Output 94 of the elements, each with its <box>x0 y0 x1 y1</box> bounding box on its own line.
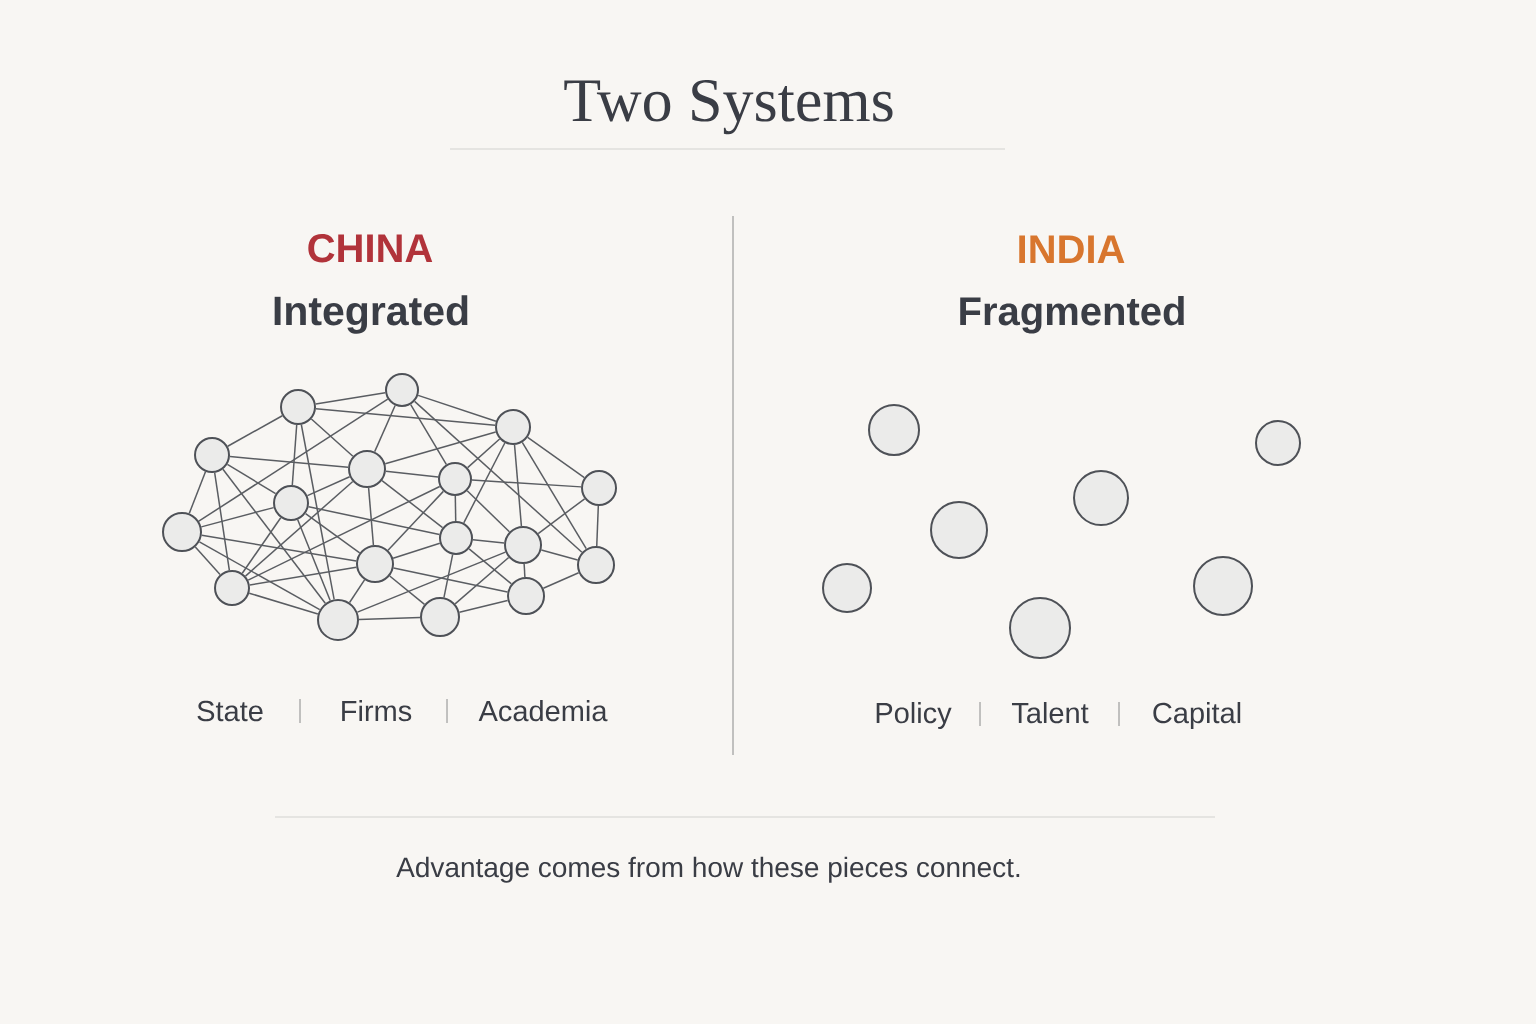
connector-line <box>194 546 221 576</box>
connector-line <box>229 455 349 469</box>
category-label: State <box>197 700 263 722</box>
circle-node <box>577 546 615 584</box>
connector-line <box>392 567 509 593</box>
connector-line <box>198 398 389 522</box>
connector-line <box>307 506 441 536</box>
connector-line <box>389 575 426 606</box>
connector-line <box>201 534 357 562</box>
connector-line <box>367 487 375 546</box>
connector-line <box>385 470 439 478</box>
category-label: Talent <box>1012 702 1089 724</box>
connector-line <box>463 442 506 524</box>
circle-node <box>439 521 473 555</box>
connector-line <box>387 490 445 551</box>
circle-node <box>162 512 202 552</box>
category-label: Policy <box>876 702 952 729</box>
circle-node <box>438 462 472 496</box>
circle-node <box>507 577 545 615</box>
connector-line <box>188 471 207 515</box>
connector-line <box>540 549 579 561</box>
connector-line <box>542 571 580 590</box>
circle-node <box>1073 470 1129 526</box>
connector-line <box>468 548 513 585</box>
connector-line <box>291 424 298 486</box>
panel-heading: CHINA <box>308 234 433 263</box>
connector-line <box>409 403 448 466</box>
circle-node <box>385 373 419 407</box>
connector-line <box>471 479 582 488</box>
connector-line <box>454 556 510 605</box>
connector-line <box>348 579 366 604</box>
circle-node <box>495 409 531 445</box>
connector-line <box>304 512 361 554</box>
connector-line <box>466 438 501 469</box>
connector-line <box>373 404 396 453</box>
circle-node <box>214 570 250 606</box>
connector-line <box>300 423 335 601</box>
connector-line <box>306 476 351 497</box>
connector-line <box>513 444 523 527</box>
connector-line <box>248 592 319 615</box>
connector-line <box>247 485 441 581</box>
circle-node <box>504 526 542 564</box>
connector-line <box>466 490 511 533</box>
connector-line <box>213 472 231 571</box>
connector-line <box>523 563 526 578</box>
title: Two Systems <box>564 79 893 135</box>
connector-line <box>458 599 509 613</box>
connector-line <box>472 539 505 544</box>
connector-line <box>417 394 497 423</box>
circle-node <box>1255 420 1301 466</box>
connector-line <box>384 431 497 465</box>
circle-node <box>1193 556 1253 616</box>
connector-line <box>222 468 326 605</box>
circle-node <box>194 437 230 473</box>
connector-line <box>296 518 331 602</box>
connector-line <box>413 400 583 553</box>
caption: Advantage comes from how these pieces connect. <box>396 856 1020 883</box>
connector-line <box>596 505 600 547</box>
connector-line <box>521 441 587 550</box>
connector-line <box>358 616 421 621</box>
connector-line <box>249 566 357 586</box>
category-label: Capital <box>1153 702 1241 729</box>
circle-node <box>868 404 920 456</box>
circle-node <box>420 597 460 637</box>
circle-node <box>317 599 359 641</box>
panel-subtitle: Integrated <box>274 295 468 334</box>
connector-line <box>381 479 444 529</box>
connector-line <box>198 541 321 611</box>
circle-node <box>348 450 386 488</box>
connector-line <box>200 506 275 528</box>
circle-node <box>273 485 309 521</box>
connector-line <box>244 480 354 577</box>
connector-line <box>227 415 284 447</box>
connector-line <box>356 551 507 613</box>
circle-node <box>822 563 872 613</box>
connector-line <box>310 418 354 458</box>
connector-line <box>315 407 496 427</box>
category-label: Academia <box>478 700 608 722</box>
connector-line <box>454 495 457 522</box>
panel-subtitle: Fragmented <box>960 296 1184 334</box>
connector-line <box>392 542 441 559</box>
connector-line <box>443 553 454 599</box>
circle-node <box>930 501 988 559</box>
connector-line <box>526 436 586 479</box>
connector-line <box>241 517 282 574</box>
category-label: Firms <box>342 700 412 722</box>
circle-node <box>581 470 617 506</box>
connector-line <box>537 498 586 535</box>
circle-node <box>356 545 394 583</box>
connector-line <box>315 392 386 405</box>
connector-line <box>226 463 277 495</box>
circle-node <box>280 389 316 425</box>
circle-node <box>1009 597 1071 659</box>
panel-heading: INDIA <box>1019 235 1125 263</box>
